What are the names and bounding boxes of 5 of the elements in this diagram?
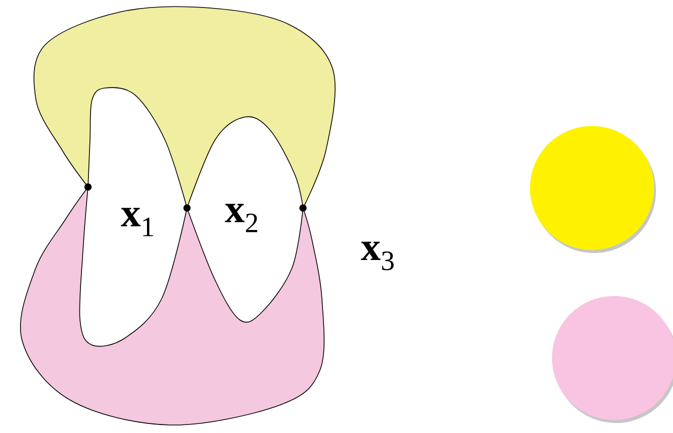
point-label: x$_{2}$ [224,204,258,232]
point-label: x$_{3}$ [360,242,394,270]
point-label: x$_{1}$ [120,208,154,236]
color-circle [530,126,656,253]
color-circle [552,296,673,423]
